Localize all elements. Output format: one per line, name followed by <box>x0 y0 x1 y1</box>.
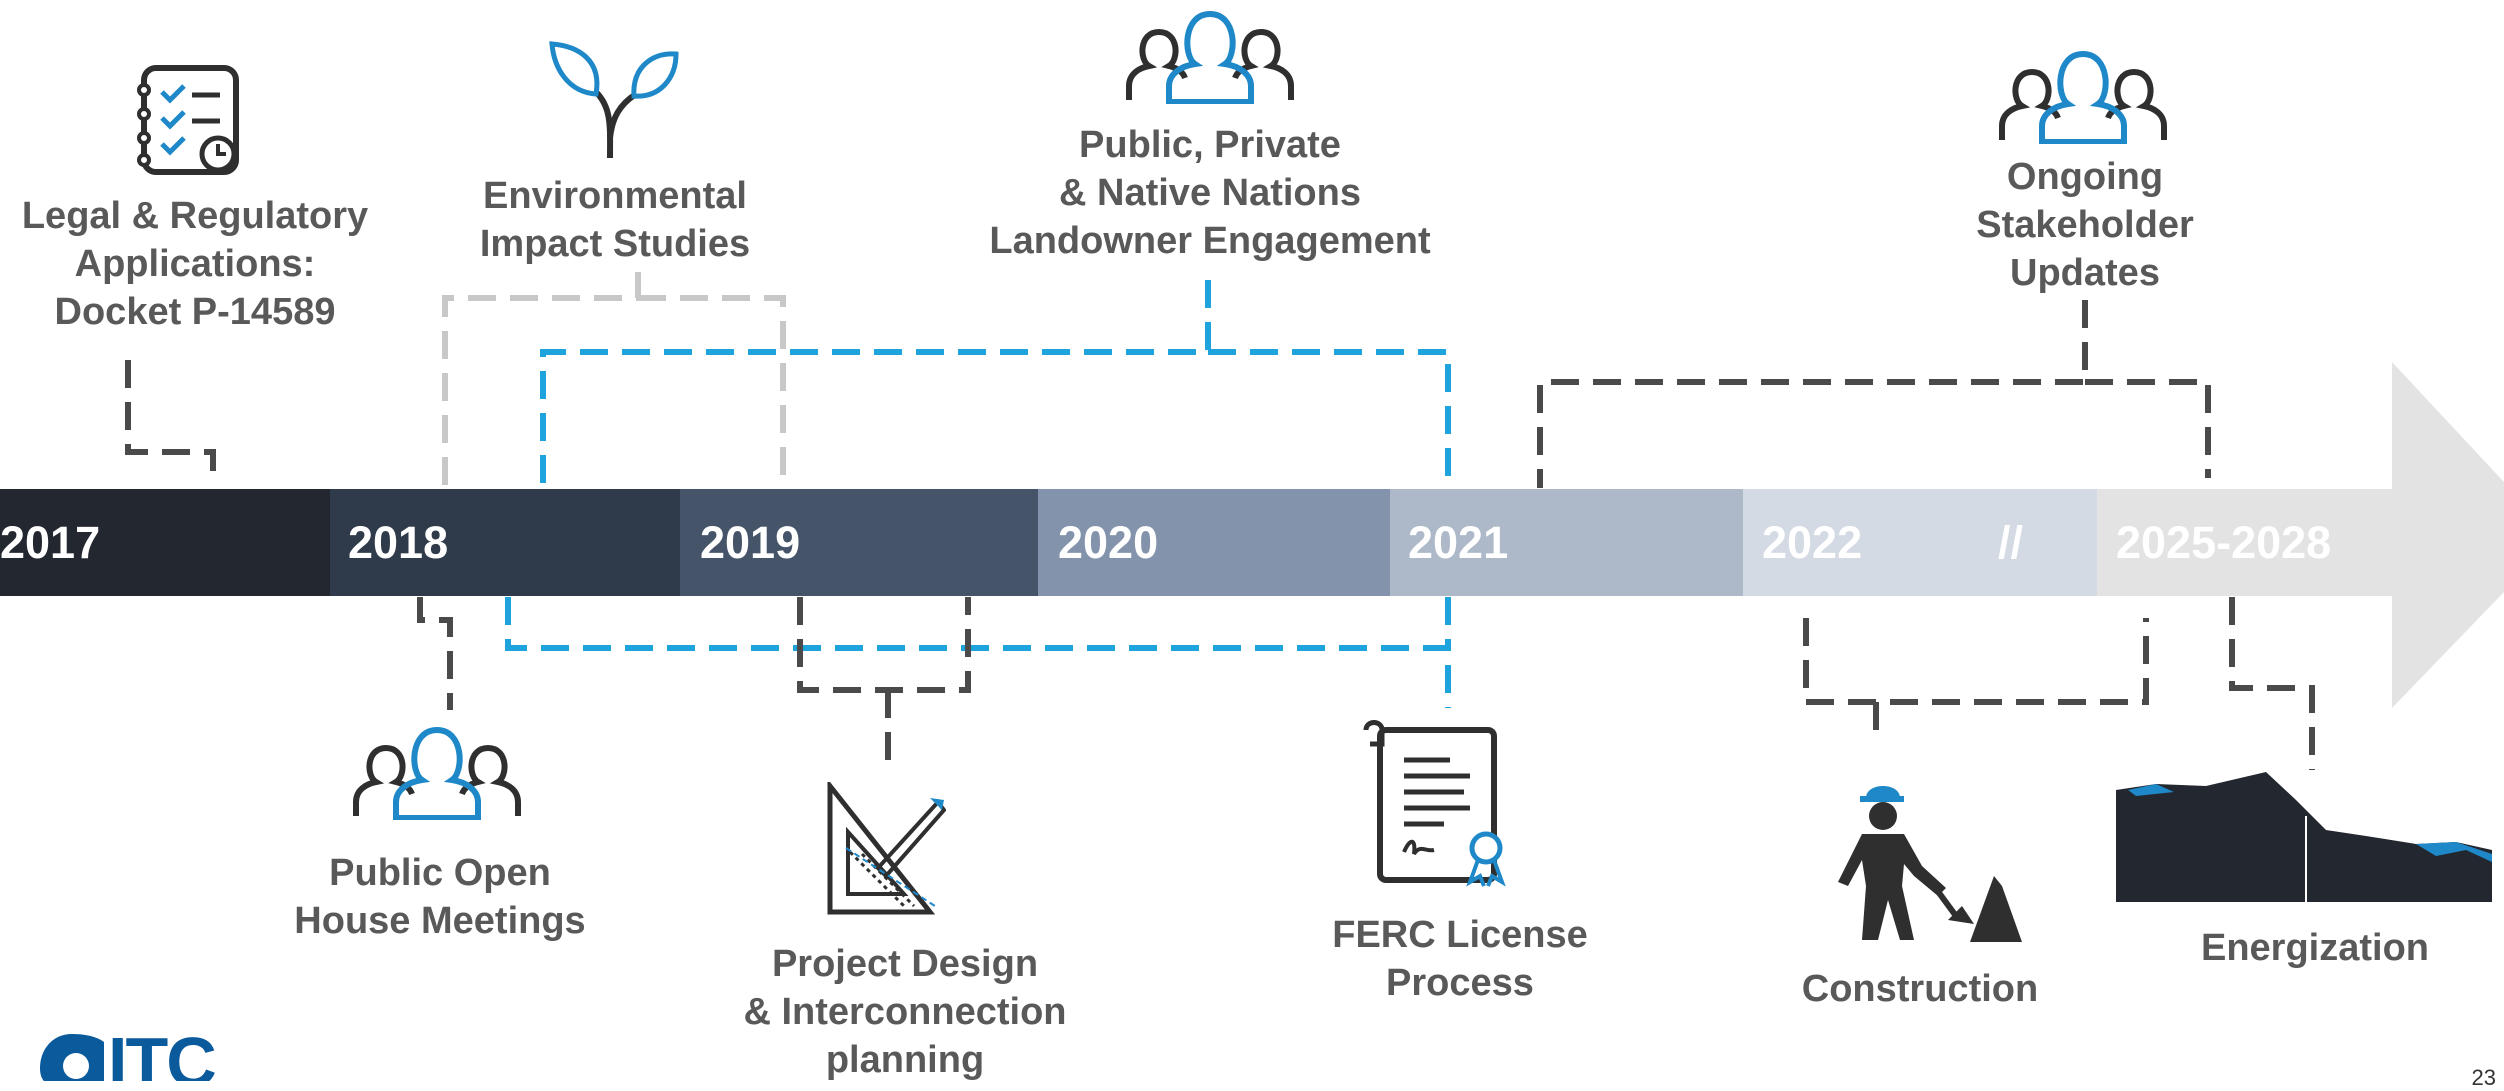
timeline-segment-2017 <box>0 489 330 596</box>
timeline-segment-2018 <box>330 489 680 596</box>
year-label-2017: 2017 <box>0 517 101 568</box>
sprout-icon <box>549 41 679 159</box>
stakeholder-bracket <box>1537 300 2211 488</box>
engagement-lower-box <box>505 597 1451 708</box>
checklist-icon <box>137 65 239 175</box>
legal-connector <box>125 360 216 478</box>
project-design-label: Project Design & Interconnection plannin… <box>743 943 1067 1081</box>
year-label-2022: 2022 <box>1762 517 1863 568</box>
timeline-break-mark: // <box>1998 517 2024 568</box>
construction-bracket <box>1803 618 2149 740</box>
certificate-icon <box>1363 720 1506 887</box>
landowner-engagement-label: Public, Private & Native Nations Landown… <box>989 124 1431 262</box>
timeline-segment-2021 <box>1390 489 1743 596</box>
engagement-bracket <box>540 280 1451 488</box>
open-house-connector <box>417 597 453 710</box>
design-bracket <box>797 597 971 770</box>
drafting-tools-icon <box>827 782 946 915</box>
people-group-icon <box>1126 10 1294 104</box>
reservoir-icon <box>2116 770 2492 902</box>
timeline-segment-2020 <box>1038 489 1390 596</box>
energization-connector <box>2229 597 2315 830</box>
energization-label: Energization <box>2200 927 2430 969</box>
legal-regulatory-label: Legal & Regulatory Applications: Docket … <box>21 195 369 333</box>
year-label-2021: 2021 <box>1408 517 1509 568</box>
itc-logo-text: ITC <box>108 1028 217 1081</box>
year-label-2025-2028: 2025-2028 <box>2116 517 2332 568</box>
people-group-icon <box>1999 50 2167 144</box>
year-label-2020: 2020 <box>1058 517 1159 568</box>
year-label-2018: 2018 <box>348 517 449 568</box>
environmental-bracket <box>442 272 786 488</box>
timeline-segment-2025 <box>2097 489 2392 596</box>
environmental-studies-label: Environmental Impact Studies <box>479 175 751 265</box>
page-number: 23 <box>2471 1065 2496 1090</box>
arrow-head-icon <box>2390 362 2504 708</box>
timeline-segment-2019 <box>680 489 1038 596</box>
open-house-label: Public Open House Meetings <box>294 852 586 942</box>
construction-worker-icon <box>1838 786 2022 942</box>
people-group-icon <box>353 726 521 820</box>
stakeholder-updates-label: Ongoing Stakeholder Updates <box>1976 156 2194 294</box>
year-label-2019: 2019 <box>700 517 801 568</box>
ferc-license-label: FERC License Process <box>1332 914 1588 1004</box>
timeline-segment-2022 <box>1743 489 2097 596</box>
construction-label: Construction <box>1801 968 2039 1010</box>
itc-logo-mark-icon <box>40 1034 104 1081</box>
itc-logo: ITC <box>38 1028 238 1081</box>
